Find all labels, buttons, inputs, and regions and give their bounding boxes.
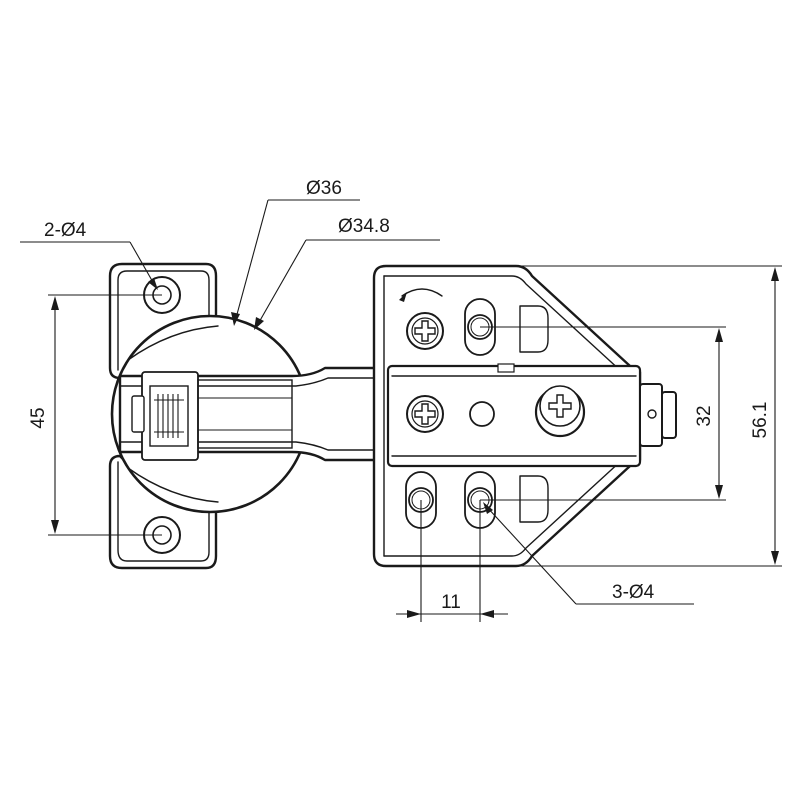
dim-outer-vertical: 56.1	[520, 265, 782, 567]
label-left-holes: 2-Ø4	[44, 220, 87, 241]
mounting-plate	[372, 264, 677, 568]
rivet	[469, 401, 495, 427]
cam-screw	[534, 385, 586, 438]
label-cup-outer: Ø36	[306, 178, 342, 199]
label-inner-vertical: 32	[694, 405, 715, 426]
depth-screw	[406, 395, 444, 433]
dim-cup-outer: Ø36	[231, 178, 360, 326]
label-outer-vertical: 56.1	[750, 402, 771, 439]
label-right-holes: 3-Ø4	[612, 582, 655, 603]
label-bottom-horizontal: 11	[441, 592, 461, 613]
dim-left-vertical: 45	[28, 294, 162, 536]
adjustment-screw-top	[406, 312, 444, 350]
label-left-vertical: 45	[28, 407, 49, 428]
small-slot-bottom	[519, 475, 549, 523]
dim-left-holes: 2-Ø4	[20, 220, 158, 290]
label-cup-inner: Ø34.8	[338, 216, 390, 237]
small-slot-top	[519, 305, 549, 353]
dim-inner-vertical: 32	[480, 326, 726, 501]
hinge-arm	[118, 366, 394, 462]
dim-cup-inner: Ø34.8	[254, 216, 440, 330]
dim-bottom-horizontal: 11	[396, 500, 508, 622]
dim-right-holes: 3-Ø4	[483, 502, 694, 605]
